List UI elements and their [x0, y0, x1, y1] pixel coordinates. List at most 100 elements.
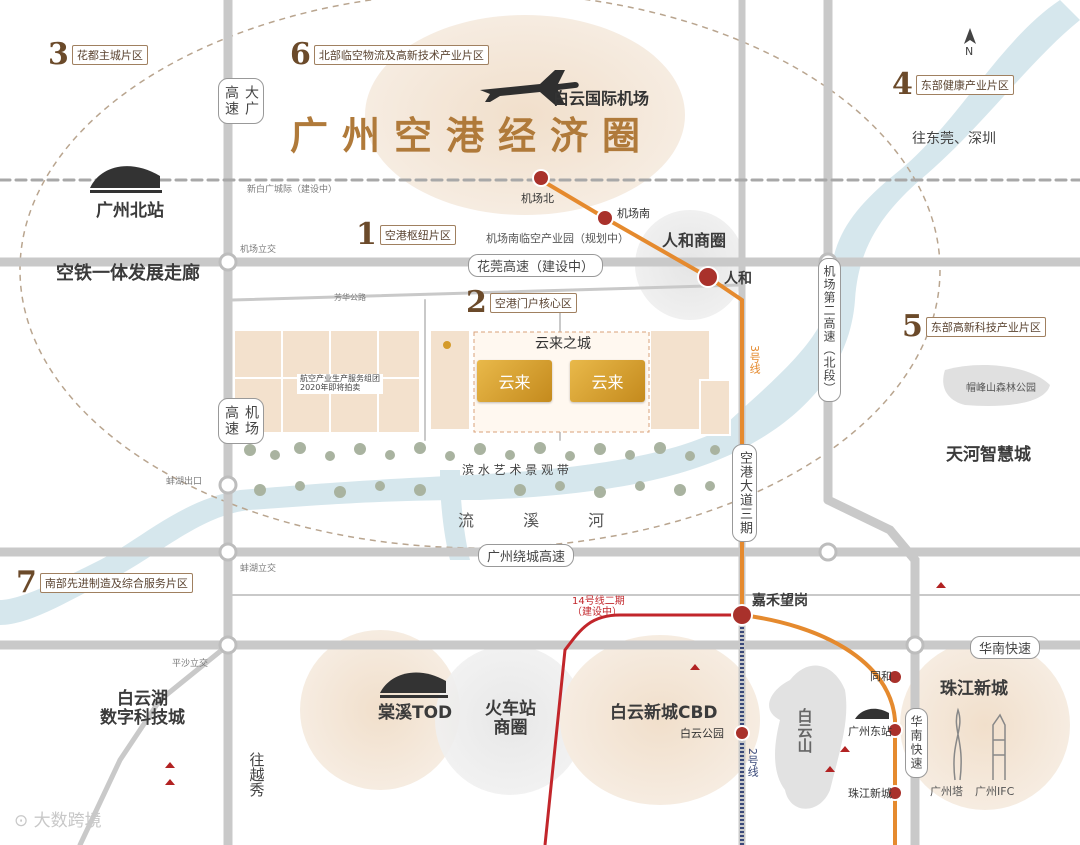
cbd-halo — [560, 635, 760, 805]
watermark-icon: ⊙ — [14, 811, 34, 831]
konggang-avenue-label: 空港大道三期 — [732, 444, 757, 542]
yunlai-block-left: 云来 — [477, 360, 552, 402]
zone-1-badge: 1 空港枢纽片区 — [356, 220, 456, 250]
yunlai-city-label: 云来之城 — [535, 336, 591, 352]
zone-1-label: 空港枢纽片区 — [379, 225, 456, 245]
east-station-train-icon — [855, 708, 889, 719]
south-china-expressway-label: 华南快速 — [970, 636, 1041, 659]
zone-6-label: 北部临空物流及高新技术产业片区 — [313, 45, 489, 65]
canton-tower-icon — [953, 707, 962, 781]
poi-markers — [165, 341, 946, 785]
line14-label: 14号线二期 （建设中） — [572, 596, 625, 618]
zone-2-badge: 2 空港门户核心区 — [466, 288, 577, 318]
zone-3-number: 3 — [48, 37, 69, 72]
airport-label: 白云国际机场 — [553, 89, 650, 108]
pingsha-interchange-label: 平沙立交 — [172, 659, 209, 669]
fanghua-road-label: 芳华公路 — [334, 293, 366, 302]
zone-3-label: 花都主城片区 — [71, 45, 148, 65]
airport-interchange-label: 机场立交 — [240, 245, 277, 255]
river-branch — [440, 470, 470, 560]
liuxi-river-label: 流 溪 河 — [458, 511, 627, 530]
dagang-expressway-label: 大广 高速 — [218, 78, 264, 124]
guangzhou-north-label: 广州北站 — [96, 201, 164, 221]
beihu-exit-label: 蚌湖出口 — [166, 477, 203, 487]
yunlai-block-right-label: 云来 — [591, 373, 624, 392]
jiahe-label: 嘉禾望岗 — [752, 593, 808, 609]
zone-6-number: 6 — [290, 37, 311, 72]
huashan-expressway-label: 花莞高速（建设中） — [468, 254, 604, 277]
baiyun-mountain — [769, 665, 847, 809]
maofeng-forest — [943, 365, 1050, 406]
industrial-park-label: 机场南临空产业园（规划中） — [486, 232, 629, 245]
airport-south-label: 机场南 — [617, 207, 650, 220]
beihu-interchange-label: 蚌湖立交 — [240, 564, 277, 574]
baiyun-mountain-label: 白云山 — [795, 708, 814, 753]
maofeng-label: 帽峰山森林公园 — [966, 383, 1036, 394]
metro-stations — [532, 169, 903, 801]
train-halo — [435, 645, 585, 795]
guangzhou-tower-label: 广州塔 — [930, 785, 963, 798]
corridor-label: 空铁一体发展走廊 — [56, 263, 200, 284]
zone-1-number: 1 — [356, 217, 377, 252]
dongguan-label: 往东莞、深圳 — [912, 131, 996, 147]
east-station-label: 广州东站 — [848, 725, 892, 738]
zone-4-label: 东部健康产业片区 — [915, 75, 1014, 95]
airport-expressway-label: 机场 高速 — [218, 398, 264, 444]
cbd-label: 白云新城CBD — [610, 703, 718, 723]
guangzhou-ifc-label: 广州IFC — [975, 785, 1015, 798]
liuxi-river — [0, 0, 1080, 625]
metro-line-14 — [543, 613, 742, 845]
airplane-icon — [480, 70, 579, 105]
zone-2-label: 空港门户核心区 — [489, 293, 577, 313]
zone-2-number: 2 — [466, 285, 487, 320]
zone-7-number: 7 — [16, 565, 37, 600]
baiyun-park-label: 白云公园 — [680, 727, 724, 740]
tianhe-label: 天河智慧城 — [946, 445, 1031, 465]
zone-5-number: 5 — [902, 309, 923, 344]
zone-3-badge: 3 花都主城片区 — [48, 40, 148, 70]
new-baiyun-rail-label: 新白广城际（建设中） — [247, 185, 338, 195]
airport-north-label: 机场北 — [521, 192, 554, 205]
tangxi-label: 棠溪TOD — [378, 703, 453, 723]
train-station-label: 火车站 商圈 — [485, 699, 536, 738]
zone-7-badge: 7 南部先进制造及综合服务片区 — [16, 568, 193, 598]
baiyun-lake-label: 白云湖 数字科技城 — [100, 689, 185, 728]
zone-7-label: 南部先进制造及综合服务片区 — [39, 573, 193, 593]
zone-5-badge: 5 东部高新科技产业片区 — [902, 312, 1046, 342]
zone-4-badge: 4 东部健康产业片区 — [892, 70, 1014, 100]
airport-halo — [365, 15, 685, 215]
yunlai-block-left-label: 云来 — [498, 373, 531, 392]
south-china-vertical-label: 华南快速 — [905, 708, 928, 778]
north-station-train-icon — [90, 166, 162, 193]
parcel-grid — [233, 329, 731, 436]
line3-label: 3号线 — [748, 345, 762, 374]
zhujiang-label: 珠江新城 — [940, 679, 1008, 699]
zone-6-badge: 6 北部临空物流及高新技术产业片区 — [290, 40, 489, 70]
to-yuexiu-label: 往越秀 — [247, 752, 266, 797]
aviation-base-label: 航空产业生产服务组团 2020年即将拍卖 — [297, 374, 383, 394]
zhujiang-station-label: 珠江新城 — [848, 787, 892, 800]
metro-line-3-south — [741, 613, 897, 845]
yunlai-block-right: 云来 — [570, 360, 645, 402]
watermark-text: 大数跨境 — [33, 811, 102, 831]
airport-second-expressway-label: 机场第二高速（北段） — [818, 258, 841, 402]
tonghe-label: 同和 — [870, 670, 892, 683]
renhe-station-label: 人和 — [724, 271, 752, 287]
ifc-tower-icon — [992, 713, 1006, 780]
watermark: ⊙ 大数跨境 — [14, 812, 102, 831]
map-title: 广州空港经济圈 — [290, 114, 655, 158]
line2-label: 2号线 — [746, 748, 760, 777]
ring-expressway-label: 广州绕城高速 — [478, 544, 575, 567]
north-arrow-icon — [964, 28, 976, 44]
renhe-circle-label: 人和商圈 — [662, 231, 727, 250]
zone-4-number: 4 — [892, 67, 913, 102]
zone-5-label: 东部高新科技产业片区 — [925, 317, 1046, 337]
zhujiang-halo — [900, 640, 1070, 810]
north-label: N — [965, 45, 974, 58]
tangxi-halo — [300, 630, 460, 790]
tangxi-train-icon — [380, 672, 448, 698]
riverside-label: 滨 水 艺 术 景 观 带 — [462, 463, 569, 477]
tree-belt — [244, 442, 720, 498]
